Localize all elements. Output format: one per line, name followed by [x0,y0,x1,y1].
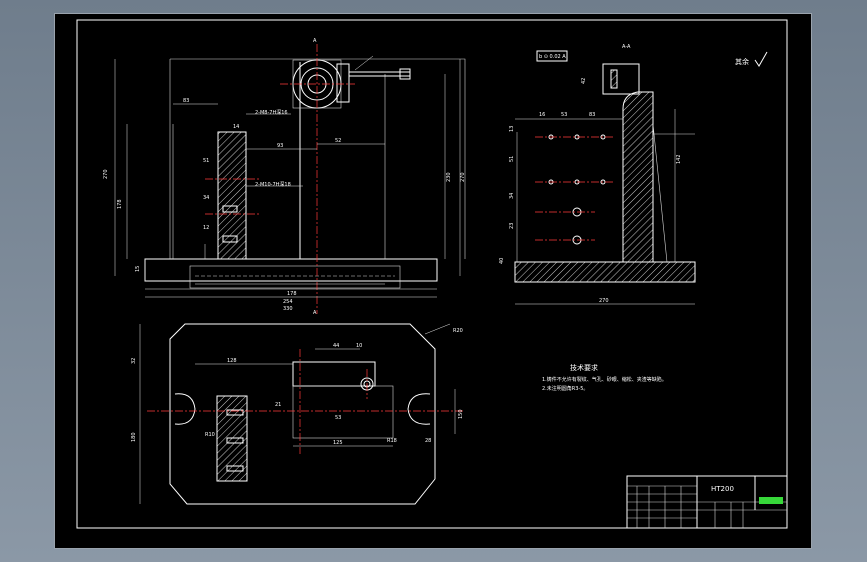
sec-dim-51: 51 [509,156,515,162]
dim-93: 93 [277,143,283,149]
sec-dim-13: 13 [509,126,515,132]
sec-dim-270: 270 [599,298,609,304]
plan-dim-150: 150 [458,409,464,419]
datum-box [536,50,568,62]
plan-dim-28: 28 [425,438,431,444]
tech-requirements: 技术要求 1.铸件不允许有裂纹、气孔、砂眼、缩松、夹渣等缺陷。 2.未注明圆角R… [542,363,667,392]
dim-270r: 270 [460,172,466,182]
view-marker-a-bottom: A [313,310,317,316]
plan-dim-53: 53 [335,415,341,421]
dim-230: 230 [446,172,452,182]
note-m8: 2-M8-7H深16 [255,109,288,116]
sec-dim-16: 16 [539,112,545,118]
roughness-symbol [754,51,768,67]
plan-outline [169,323,436,505]
green-stamp [759,497,783,504]
plan-dim-10: 10 [356,343,362,349]
sec-dim-40: 40 [499,258,505,264]
dim-12: 12 [203,225,209,231]
dim-330: 330 [283,306,293,312]
dim-178: 178 [287,291,297,297]
plan-dim-180: 180 [131,432,137,442]
dim-178v: 178 [117,199,123,209]
inner-border [76,19,788,529]
plan-dim-21: 21 [275,402,281,408]
dim-14: 14 [233,124,239,130]
section-view: b ⊙ 0.02 A A-A 16 53 83 13 51 34 23 40 2… [499,44,768,305]
plan-dim-r18: R18 [387,438,397,444]
dim-254: 254 [283,299,293,305]
plan-dim-128: 128 [227,358,237,364]
drawing-canvas: 83 14 93 52 51 34 12 178 254 330 270 178… [76,19,788,529]
tech-line-2: 2.未注明圆角R3-5。 [542,385,588,392]
plan-dim-r20: R20 [453,328,463,334]
sec-dim-53: 53 [561,112,567,118]
dim-51: 51 [203,158,209,164]
plan-view: 128 44 10 53 125 32 28 180 R10 R20 R18 1… [131,323,465,505]
section-upright [622,91,654,263]
note-m10: 2-M10-7H深18 [255,181,291,188]
sec-dim-142: 142 [676,154,682,164]
tech-line-1: 1.铸件不允许有裂纹、气孔、砂眼、缩松、夹渣等缺陷。 [542,376,667,383]
column-section [217,131,247,260]
front-view: 83 14 93 52 51 34 12 178 254 330 270 178… [103,38,466,316]
roughness-note: 其余 [735,57,749,66]
section-label: A-A [622,44,631,50]
dim-15: 15 [135,266,141,272]
plan-dim-r10: R10 [205,432,215,438]
dim-34: 34 [203,195,209,201]
view-marker-a: A [313,38,317,44]
sec-dim-34: 34 [509,193,515,199]
datum-text: b ⊙ 0.02 A [539,54,566,60]
plan-dim-44: 44 [333,343,339,349]
sec-dim-23: 23 [509,223,515,229]
tech-heading: 技术要求 [570,363,598,372]
dim-270: 270 [103,169,109,179]
plan-dim-125: 125 [333,440,343,446]
base-plate [144,258,438,282]
section-base [514,261,696,283]
material-label: HT200 [711,485,734,493]
plan-dim-32: 32 [131,358,137,364]
drawing-sheet: 83 14 93 52 51 34 12 178 254 330 270 178… [54,13,812,549]
dim-52: 52 [335,138,341,144]
sec-dim-83: 83 [589,112,595,118]
dim-83: 83 [183,98,189,104]
sec-dim-42: 42 [581,78,587,84]
title-block: HT200 [626,475,788,529]
